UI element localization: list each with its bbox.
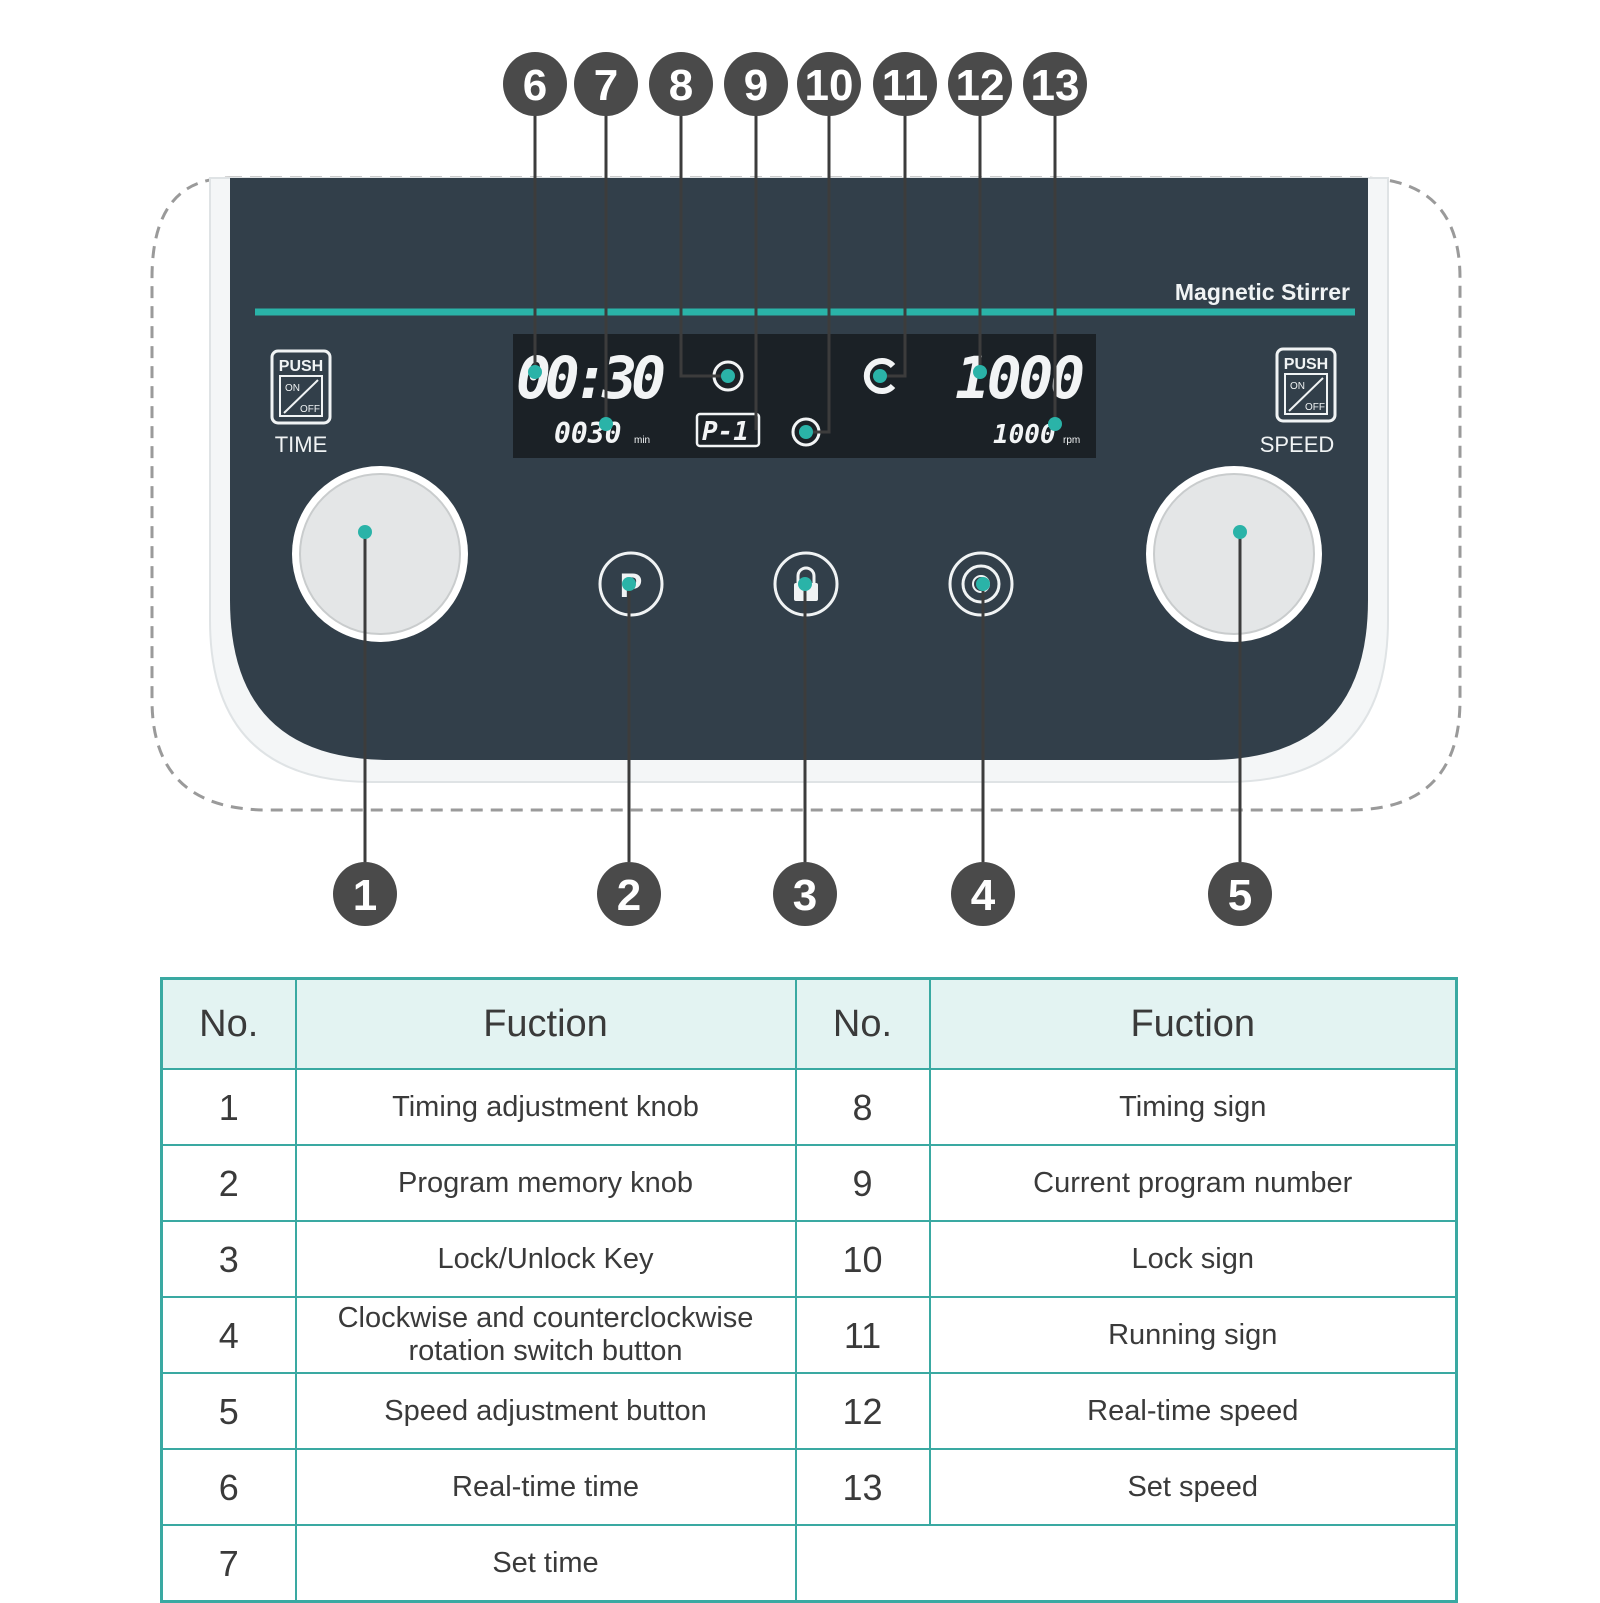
column-header-function: Fuction (294, 977, 797, 1070)
table-row: 2 Program memory knob 9 Current program … (160, 1144, 1458, 1222)
svg-text:OFF: OFF (300, 404, 320, 415)
svg-text:4: 4 (971, 871, 996, 920)
speed-adjustment-knob[interactable] (1146, 466, 1322, 642)
item-function: Speed adjustment button (294, 1372, 797, 1450)
item-function: Set time (294, 1524, 797, 1603)
program-number-readout: P-1 (695, 412, 761, 448)
realtime-time-readout: 00:30 (516, 344, 666, 412)
item-function: Real-time speed (928, 1372, 1458, 1450)
svg-text:9: 9 (744, 61, 768, 110)
legend-table: No. Fuction No. Fuction 1 Timing adjustm… (160, 977, 1458, 1603)
callout-1: 1 (333, 862, 397, 926)
item-number: 6 (160, 1448, 297, 1526)
item-number: 11 (794, 1296, 931, 1374)
svg-text:1: 1 (353, 871, 377, 920)
item-function: Timing sign (928, 1068, 1458, 1146)
callout-7: 7 (574, 52, 638, 116)
item-number: 10 (794, 1220, 931, 1298)
svg-text:7: 7 (594, 61, 618, 110)
empty-cell (794, 1524, 930, 1602)
running-sign-icon (863, 358, 896, 394)
legend-header-row: No. Fuction No. Fuction (160, 977, 1458, 1070)
item-function: Real-time time (294, 1448, 797, 1526)
brand-label: Magnetic Stirrer (1175, 279, 1350, 305)
svg-text:11: 11 (882, 61, 929, 110)
svg-text:ON: ON (1290, 381, 1305, 392)
table-row: 3 Lock/Unlock Key 10 Lock sign (160, 1220, 1458, 1298)
svg-text:PUSH: PUSH (1284, 356, 1328, 373)
svg-text:PUSH: PUSH (279, 358, 323, 375)
table-row: 7 Set time (160, 1524, 1457, 1603)
column-header-function: Fuction (928, 977, 1458, 1070)
item-number: 13 (794, 1448, 931, 1526)
svg-text:13: 13 (1031, 61, 1080, 110)
svg-text:8: 8 (669, 61, 693, 110)
empty-cell (929, 1524, 1457, 1602)
table-row: 6 Real-time time 13 Set speed (160, 1448, 1458, 1526)
callout-12: 12 (948, 52, 1012, 116)
svg-text:10: 10 (805, 61, 854, 110)
column-header-no: No. (160, 977, 297, 1070)
callout-3: 3 (773, 862, 837, 926)
item-function: Running sign (928, 1296, 1458, 1374)
callout-5: 5 (1208, 862, 1272, 926)
svg-text:OFF: OFF (1305, 402, 1325, 413)
realtime-speed-readout: 1000 (955, 344, 1085, 412)
speed-push-icon: PUSH ON OFF (1275, 347, 1337, 423)
callout-8: 8 (649, 52, 713, 116)
item-function: Lock/Unlock Key (294, 1220, 797, 1298)
table-row: 5 Speed adjustment button 12 Real-time s… (160, 1372, 1458, 1450)
item-function: Timing adjustment knob (294, 1068, 797, 1146)
item-function: Clockwise and counterclockwise rotation … (294, 1296, 797, 1374)
item-function: Lock sign (928, 1220, 1458, 1298)
item-number: 3 (160, 1220, 297, 1298)
item-function: Set speed (928, 1448, 1458, 1526)
callout-2: 2 (597, 862, 661, 926)
callout-11: 11 (873, 52, 937, 116)
time-label: TIME (275, 432, 328, 457)
table-row: 1 Timing adjustment knob 8 Timing sign (160, 1068, 1458, 1146)
item-function: Current program number (928, 1144, 1458, 1222)
callout-10: 10 (797, 52, 861, 116)
set-speed-unit: rpm (1063, 435, 1080, 446)
set-time-unit: min (634, 435, 650, 446)
callout-4: 4 (951, 862, 1015, 926)
svg-text:3: 3 (793, 871, 817, 920)
set-speed-readout: 1000 (993, 420, 1056, 450)
svg-text:ON: ON (285, 383, 300, 394)
timing-adjustment-knob[interactable] (292, 466, 468, 642)
item-function: Program memory knob (294, 1144, 797, 1222)
item-number: 8 (794, 1068, 931, 1146)
callout-9: 9 (724, 52, 788, 116)
svg-text:2: 2 (617, 871, 641, 920)
svg-text:12: 12 (956, 61, 1005, 110)
svg-text:5: 5 (1228, 871, 1252, 920)
rotation-icon (961, 564, 1001, 604)
callout-6: 6 (503, 52, 567, 116)
item-number: 1 (160, 1068, 297, 1146)
anchor-dots (358, 365, 1247, 591)
item-number: 4 (160, 1296, 297, 1374)
speed-label: SPEED (1260, 432, 1335, 457)
table-row: 4 Clockwise and counterclockwise rotatio… (160, 1296, 1458, 1374)
rotation-switch-button[interactable] (948, 551, 1014, 617)
callout-13: 13 (1023, 52, 1087, 116)
item-number: 7 (160, 1524, 297, 1603)
item-number: 9 (794, 1144, 931, 1222)
leader-lines (363, 115, 1242, 862)
column-header-no: No. (794, 977, 931, 1070)
svg-text:6: 6 (523, 61, 547, 110)
svg-text:P-1: P-1 (702, 417, 749, 447)
legend-table-wrap: No. Fuction No. Fuction 1 Timing adjustm… (160, 977, 1458, 1603)
time-push-icon: PUSH ON OFF (270, 349, 332, 425)
item-number: 12 (794, 1372, 931, 1450)
item-number: 2 (160, 1144, 297, 1222)
control-panel (230, 178, 1368, 760)
item-number: 5 (160, 1372, 297, 1450)
